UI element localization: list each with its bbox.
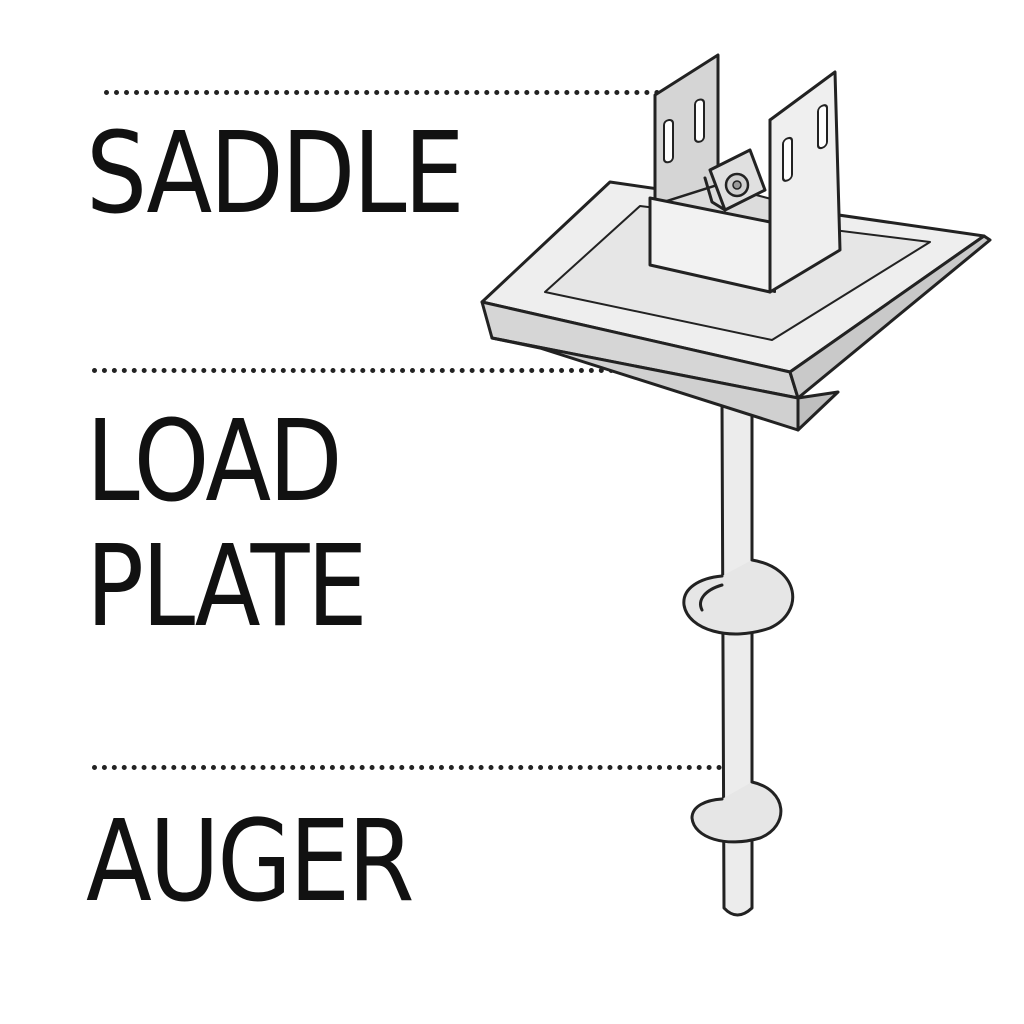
saddle-leader-line [104,90,690,95]
load-plate-label-line2: PLATE [86,522,368,653]
saddle-label: SADDLE [86,109,465,239]
auger-label: AUGER [86,797,414,927]
upper-helix [682,558,795,636]
load-plate-leader-line [92,368,664,373]
lower-helix [690,780,783,844]
auger-leader-line [92,765,742,770]
load-plate-label: LOAD PLATE [86,397,368,653]
load-plate-label-line1: LOAD [86,397,343,527]
saddle-bracket [648,53,842,294]
